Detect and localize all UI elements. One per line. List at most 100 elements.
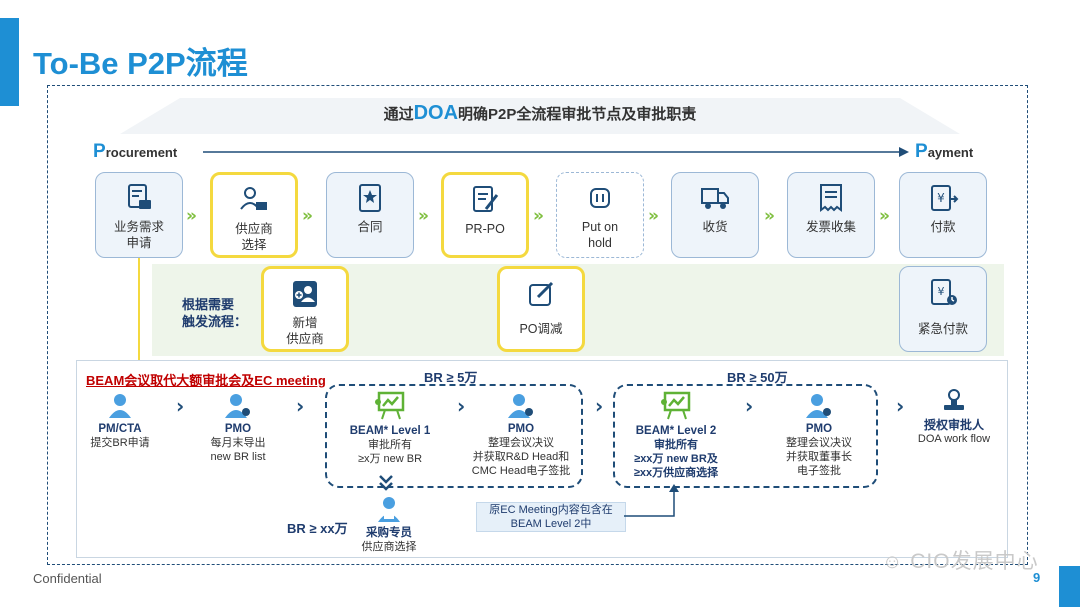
step-label: 业务需求 申请 xyxy=(114,219,164,251)
trigger-label: PO调减 xyxy=(519,321,562,337)
supplier-cart-icon xyxy=(240,187,267,210)
step-payment[interactable]: ¥ 付款 xyxy=(899,172,987,258)
footer-accent xyxy=(1059,566,1080,607)
step-supplier-selection[interactable]: 供应商 选择 xyxy=(210,172,298,258)
svg-text:¥: ¥ xyxy=(938,285,945,298)
node-desc: 每月末导出 new BR list xyxy=(210,437,266,463)
edit-document-icon xyxy=(473,186,499,212)
flow-arrow xyxy=(203,147,909,157)
watermark: ☺ CIO发展中心 xyxy=(882,545,1039,575)
node-authorized-approver: 授权审批人 DOA work flow xyxy=(912,388,996,446)
ec-meeting-note: 原EC Meeting内容包含在 BEAM Level 2中 xyxy=(476,502,626,532)
trigger-new-supplier[interactable]: 新增 供应商 xyxy=(261,266,349,352)
br-label-xxw: BR ≥ xx万 xyxy=(287,521,348,536)
node-title: BEAM* Level 2 xyxy=(635,425,717,437)
connector-line xyxy=(135,258,143,368)
edit-icon xyxy=(529,281,554,306)
person-gear-icon xyxy=(508,394,533,418)
trigger-label: 紧急付款 xyxy=(918,321,968,337)
contract-icon xyxy=(359,184,381,212)
trigger-label-text: PO调减 xyxy=(519,322,563,336)
step-label-text: 合同 xyxy=(357,220,383,234)
page-title: To-Be P2P流程 xyxy=(33,46,248,81)
diagram-frame xyxy=(47,85,1028,565)
step-arrow: » xyxy=(648,206,659,226)
step-label-text: 付款 xyxy=(930,220,956,234)
br-label-5w: BR ≥ 5万 xyxy=(424,370,478,385)
beam-level2-group xyxy=(613,384,878,488)
meeting-board-icon xyxy=(661,391,691,420)
step-label: 合同 xyxy=(357,219,382,235)
phase-payment-cap: P xyxy=(915,141,928,162)
step-contract[interactable]: 合同 xyxy=(326,172,414,258)
node-beam-level1: BEAM* Level 1 审批所有 ≥x万 new BR xyxy=(340,390,440,466)
node-desc: 审批所有 ≥xx万 new BR及 ≥xx万供应商选择 xyxy=(633,439,719,479)
node-pmo-1: PMO 每月末导出 new BR list xyxy=(198,392,278,464)
wechat-icon: ☺ xyxy=(882,551,904,573)
step-label: 付款 xyxy=(930,219,955,235)
confidential-label: Confidential xyxy=(33,571,102,586)
step-arrow: » xyxy=(186,206,197,226)
person-gear-icon xyxy=(806,394,831,418)
step-label-text: 发票收集 xyxy=(805,220,856,234)
banner-text: 通过DOA明确P2P全流程审批节点及审批职责 xyxy=(120,102,960,125)
add-supplier-icon xyxy=(293,281,317,307)
step-pr-po[interactable]: PR-PO xyxy=(441,172,529,258)
chevron-right-icon: › xyxy=(896,394,905,418)
chevron-right-icon: › xyxy=(296,394,305,418)
chevron-right-icon: › xyxy=(176,394,185,418)
step-label: 收货 xyxy=(702,219,727,235)
step-business-request[interactable]: 业务需求 申请 xyxy=(95,172,183,258)
chevron-down-icon xyxy=(379,475,393,491)
chevron-right-icon: › xyxy=(595,394,604,418)
step-label-text: 业务需求 申请 xyxy=(113,220,164,250)
payment-icon: ¥ xyxy=(931,185,959,211)
beam-level1-group xyxy=(325,384,583,488)
step-invoice-collection[interactable]: 发票收集 xyxy=(787,172,875,258)
chevron-right-icon: › xyxy=(457,394,466,418)
accent-bar xyxy=(0,18,19,106)
step-goods-receipt[interactable]: 收货 xyxy=(671,172,759,258)
meeting-board-icon xyxy=(375,391,405,420)
banner-shape xyxy=(120,98,960,134)
step-arrow: » xyxy=(302,206,313,226)
trigger-po-reduction[interactable]: PO调减 xyxy=(497,266,585,352)
trigger-urgent-payment[interactable]: ¥ 紧急付款 xyxy=(899,266,987,352)
pause-icon xyxy=(590,188,610,208)
node-desc: 整理会议决议 并获取R&D Head和 CMC Head电子签批 xyxy=(471,437,571,477)
step-label: 供应商 选择 xyxy=(235,221,273,253)
delivery-truck-icon xyxy=(701,188,729,209)
person-icon xyxy=(109,394,131,418)
step-label: PR-PO xyxy=(465,221,505,237)
step-arrow: » xyxy=(879,206,890,226)
banner-suffix: 明确P2P全流程审批节点及审批职责 xyxy=(458,106,697,123)
phase-procurement-cap: P xyxy=(93,141,106,162)
node-title: 授权审批人 xyxy=(923,418,984,432)
phase-payment: Payment xyxy=(915,141,973,163)
banner-emphasis: DOA xyxy=(413,102,459,124)
step-arrow: » xyxy=(764,206,775,226)
br-label-50w: BR ≥ 50万 xyxy=(727,370,788,385)
trigger-label-text: 紧急付款 xyxy=(917,322,968,336)
node-buyer: 采购专员 供应商选择 xyxy=(352,496,426,554)
phase-procurement-rest: rocurement xyxy=(105,145,178,160)
trigger-label-text: 根据需要 触发流程： xyxy=(182,297,248,329)
stamp-icon xyxy=(944,389,964,410)
phase-payment-rest: ayment xyxy=(927,145,974,160)
trigger-label: 根据需要 触发流程： xyxy=(182,296,247,330)
node-title: PM/CTA xyxy=(98,423,142,435)
step-put-on-hold[interactable]: Put on hold xyxy=(556,172,644,258)
step-label-text: 收货 xyxy=(702,220,728,234)
person-gear-icon xyxy=(225,394,250,418)
buyer-icon xyxy=(378,497,400,522)
note-arrow xyxy=(624,484,679,517)
watermark-text: CIO发展中心 xyxy=(910,550,1039,573)
node-title: PMO xyxy=(805,423,833,435)
svg-text:¥: ¥ xyxy=(937,191,945,205)
banner-prefix: 通过 xyxy=(383,106,414,123)
step-label-text: 供应商 选择 xyxy=(235,222,273,252)
trigger-label: 新增 供应商 xyxy=(286,315,324,347)
urgent-payment-icon: ¥ xyxy=(931,279,957,305)
node-desc: 审批所有 ≥x万 new BR xyxy=(357,439,423,465)
node-pm-cta: PM/CTA 提交BR申请 xyxy=(88,392,152,450)
